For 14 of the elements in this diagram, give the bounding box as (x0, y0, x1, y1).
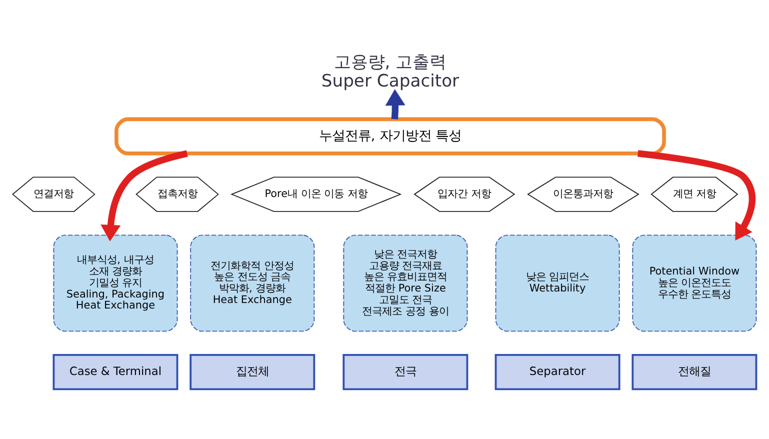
node-box: 누설전류, 자기방전 특성 (114, 117, 666, 156)
node-box: Case & Terminal (52, 354, 178, 390)
node-box: 전극 (342, 354, 468, 390)
arrow (637, 150, 756, 241)
node-box: 전해질 (632, 354, 758, 390)
node-box: Separator (494, 354, 620, 390)
arrow (385, 89, 406, 120)
node-box: 내부식성, 내구성 소재 경량화 기밀성 유지 Sealing, Packaging Heat Exchange (53, 234, 178, 332)
node-text: 고용량, 고출력 Super Capacitor (321, 52, 460, 92)
node-box: 전기화학적 안정성 높은 전도성 금속 박막화, 경량화 Heat Exchange (190, 234, 315, 332)
node-box: 낮은 임피던스 Wettability (495, 234, 620, 332)
node-box: 집전체 (190, 354, 316, 390)
node-box: Potential Window 높은 이온전도도 우수한 온도특성 (632, 234, 757, 332)
node-box: 낮은 전극저항 고용량 전극재료 높은 유효비표면적 적절한 Pore Size 고밀도 전극 전극제조 공정 용이 (343, 234, 468, 332)
